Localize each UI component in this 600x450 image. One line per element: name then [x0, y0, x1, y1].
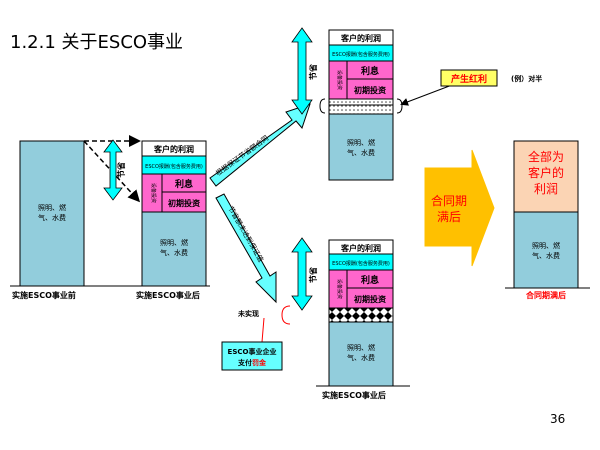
upper-customer-profit: 客户的利润: [340, 33, 381, 43]
contract-end-label: 合同期满后: [431, 193, 467, 224]
lower-caption: 实施ESCO事业后: [322, 390, 386, 400]
profit-to: (例）对半: [511, 74, 542, 83]
esco-pays-line2a: 支付: [237, 358, 252, 367]
lower-initial-investment: 初期投资: [354, 294, 386, 304]
svg-text:节省: 节省: [308, 267, 318, 283]
final-utilities: 照明、燃气、水费: [532, 241, 560, 260]
all-profit-label: 全部为客户的利润: [528, 149, 564, 196]
after-utilities: 照明、燃气、水费: [160, 238, 188, 257]
lower-customer-profit: 客户的利润: [340, 243, 381, 253]
after-initial-investment: 初期投资: [168, 198, 200, 208]
after-customer-profit: 客户的利润: [153, 144, 194, 154]
arrow-to-upper: [209, 103, 311, 187]
page-title: 1.2.1 关于ESCO事业: [10, 32, 183, 53]
before-caption: 实施ESCO事业前: [12, 290, 76, 300]
esco-pays-line1: ESCO事业企业: [228, 347, 277, 356]
final-stack: 全部为客户的利润 照明、燃气、水费: [513, 140, 579, 289]
svg-text:节省: 节省: [308, 64, 318, 80]
lower-stack: 客户的利润 ESCO报酬(包含服务费用) 设备投资 利息 初期投资 照明、燃气、…: [328, 239, 394, 387]
page-number: 36: [550, 412, 565, 426]
profit-callout: 产生红利: [451, 73, 487, 85]
upper-saving-arrow: 节省: [291, 27, 318, 115]
unachieved-bracket: [281, 305, 291, 325]
arrow-lower-label: 节省额未达到保证值: [226, 205, 265, 264]
before-utilities-bar: [19, 140, 85, 287]
before-utilities-label: 照明、燃气、水费: [38, 203, 66, 222]
profit-pointer: [400, 84, 453, 106]
after-interest: 利息: [174, 178, 193, 190]
upper-initial-investment: 初期投资: [354, 85, 386, 95]
after-stack: 客户的利润 ESCO报酬(包含服务费用) 设备投资 利息 初期投资 照明、燃气、…: [141, 140, 207, 287]
after-esco-fee: ESCO报酬(包含服务费用): [145, 163, 203, 170]
unachieved-leader: [261, 317, 265, 343]
lower-esco-fee: ESCO报酬(包含服务费用): [332, 260, 390, 267]
arrow-to-lower: [215, 193, 277, 304]
lower-utilities: 照明、燃气、水费: [347, 343, 375, 362]
dashed-arrow-diag: [83, 140, 141, 203]
upper-stack: 客户的利润 ESCO报酬(包含服务费用) 设备投资 利息 初期投资 照明、燃气、…: [328, 29, 394, 181]
esco-pays-line2: 支付罚金: [237, 358, 267, 367]
esco-pays-box: [221, 341, 283, 371]
profit-callout-box: [440, 69, 498, 87]
after-caption: 实施ESCO事业后: [136, 290, 200, 300]
upper-investment-side: 设备投资: [336, 70, 343, 90]
svg-text:节省: 节省: [116, 162, 126, 178]
final-caption: 合同期满后: [525, 290, 566, 300]
upper-utilities: 照明、燃气、水费: [347, 138, 375, 157]
arrow-upper-label: 根据保证节省额合同: [214, 133, 270, 177]
lower-interest: 利息: [360, 274, 379, 286]
esco-pays-line2b: 罚金: [252, 358, 267, 367]
profit-bracket: [319, 98, 326, 114]
after-investment-side: 设备投资: [150, 183, 157, 203]
lower-saving-arrow: 节省: [291, 237, 318, 311]
contract-end-arrow: [424, 149, 495, 267]
upper-esco-fee: ESCO报酬(包含服务费用): [332, 51, 390, 58]
upper-interest: 利息: [360, 65, 379, 77]
saving-arrow-middle: 节省: [103, 139, 126, 201]
lower-investment-side: 设备投资: [336, 279, 343, 299]
unachieved-label: 未实现: [238, 309, 259, 318]
